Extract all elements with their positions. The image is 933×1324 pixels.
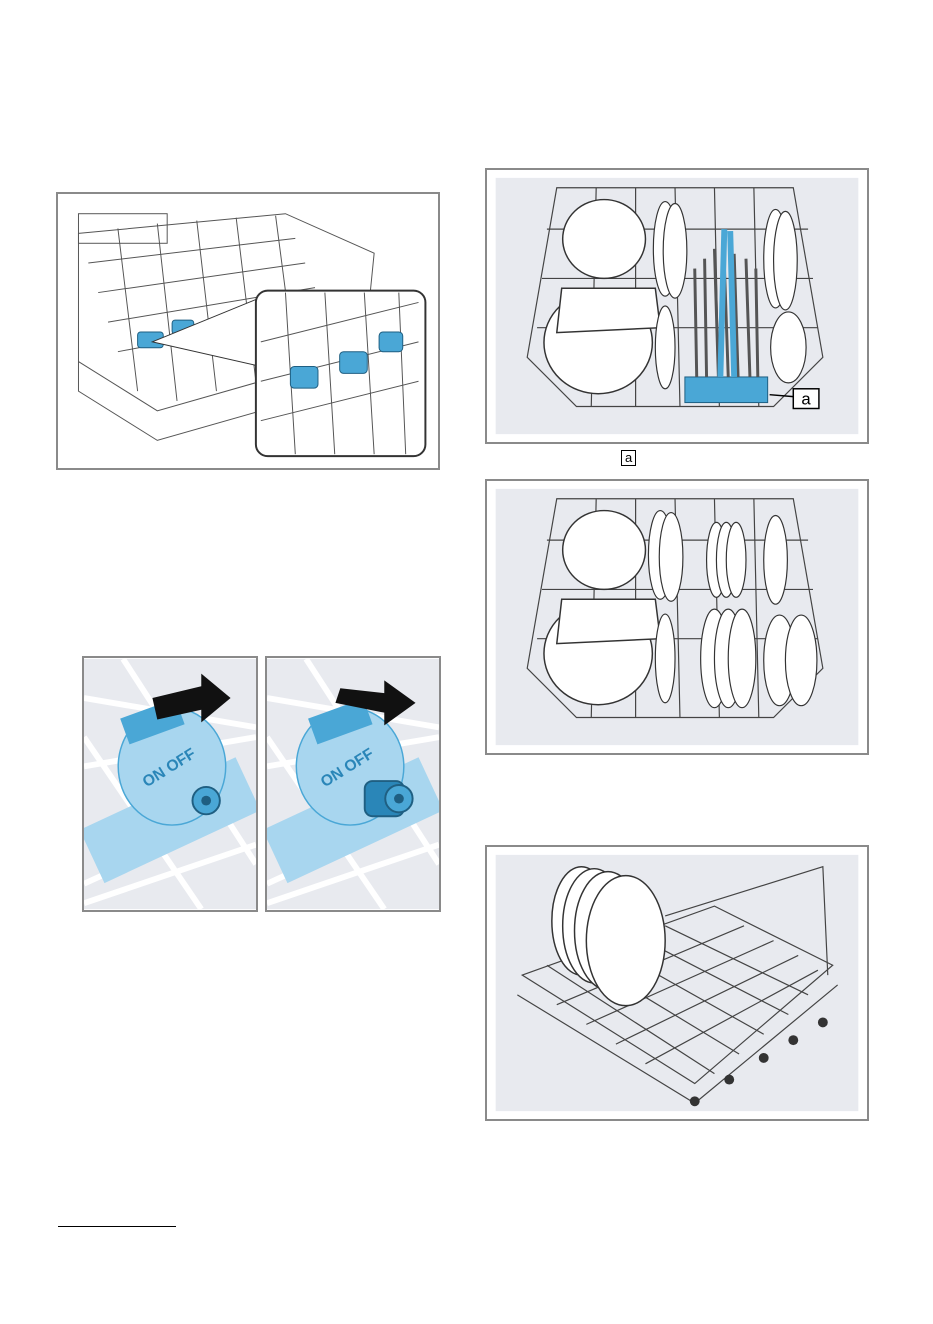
valve-switch-on-illustration: ON OFF	[84, 658, 256, 910]
figure-valve-on: ON OFF	[82, 656, 258, 912]
rack-with-large-plates-illustration	[487, 847, 867, 1119]
figure-valve-off: ON OFF	[265, 656, 441, 912]
figure-loaded-without-basket	[485, 479, 869, 755]
figure-loaded-with-cutlery-basket: a	[485, 168, 869, 444]
valve-switch-off-illustration: ON OFF	[267, 658, 439, 910]
footnote-rule	[58, 1226, 176, 1227]
rack-with-cutlery-basket-illustration: a	[487, 170, 867, 442]
figure-rack-with-large-plates	[485, 845, 869, 1121]
lower-rack-with-spray-valves-illustration	[58, 194, 438, 468]
rack-loaded-plates-illustration	[487, 481, 867, 753]
callout-a: a	[801, 390, 811, 409]
caption-marker-a: a	[621, 450, 636, 466]
figure-rack-with-valves	[56, 192, 440, 470]
